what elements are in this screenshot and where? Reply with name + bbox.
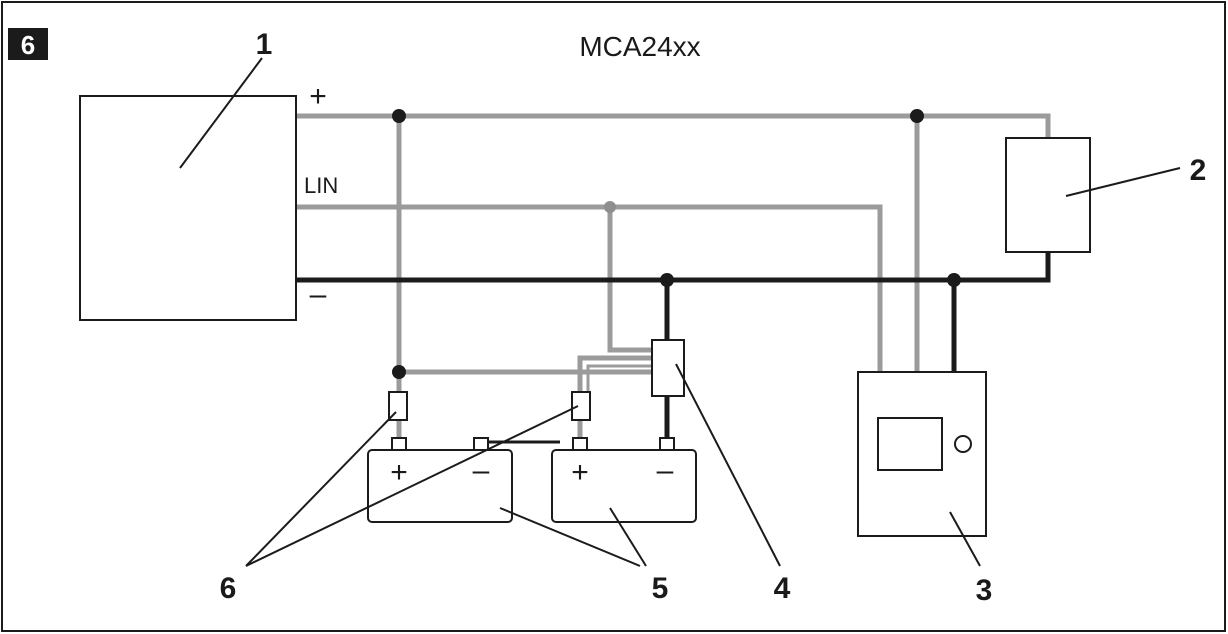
callout-4: 4 (774, 572, 791, 605)
junction-lin (604, 201, 616, 213)
negative-wiring (297, 252, 1051, 444)
diagram-title: MCA24xx (579, 31, 700, 62)
leader-2 (1065, 167, 1181, 197)
terminal-plus-label: + (309, 80, 327, 113)
junction-negative-1 (660, 273, 674, 287)
leader-5b (609, 507, 647, 567)
panel-display (877, 417, 943, 471)
junction-positive-1 (392, 109, 406, 123)
component-3-panel (857, 371, 987, 537)
junction-positive-2 (910, 109, 924, 123)
callout-1: 1 (256, 28, 273, 61)
leader-4 (675, 363, 781, 567)
junction-positive-3 (392, 365, 406, 379)
leader-6a (245, 411, 397, 567)
callout-2: 2 (1190, 154, 1207, 187)
lin-wiring (297, 204, 883, 442)
panel-indicator (954, 435, 972, 453)
leader-1 (179, 57, 263, 169)
component-4-sensor (651, 339, 685, 397)
battery-1-plus: + (390, 456, 408, 489)
figure-number: 6 (21, 30, 35, 60)
leader-6b (245, 405, 579, 567)
terminal-lin-label: LIN (304, 173, 338, 198)
controller-box (79, 95, 297, 321)
leader-3 (949, 511, 981, 567)
battery-2-minus: – (657, 454, 674, 487)
component-2-box (1005, 137, 1091, 253)
battery-1: + – (367, 437, 513, 523)
junction-negative-2 (947, 273, 961, 287)
callout-5: 5 (652, 572, 669, 605)
fuse-1 (388, 391, 408, 421)
callout-6: 6 (220, 572, 237, 605)
battery-2: + – (551, 437, 697, 523)
terminal-minus-label: – (310, 278, 327, 311)
callout-3: 3 (976, 574, 993, 607)
figure-number-badge (8, 28, 48, 60)
battery-1-minus: – (473, 454, 490, 487)
leader-5a (499, 507, 641, 567)
fuse-2 (571, 391, 591, 421)
battery-2-plus: + (571, 456, 589, 489)
